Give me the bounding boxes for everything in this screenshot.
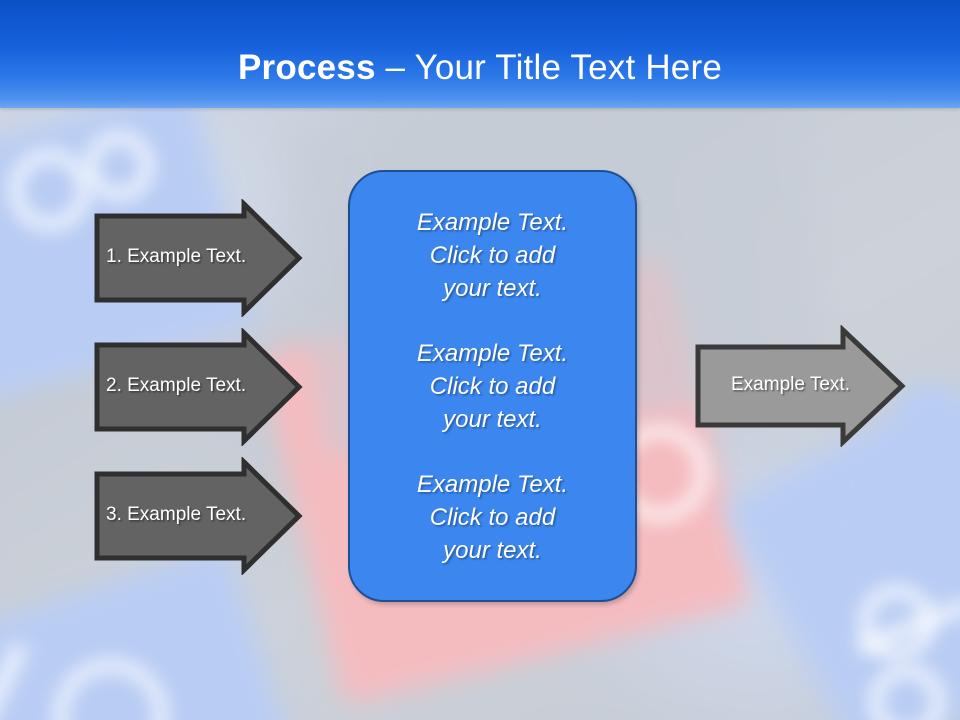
title-banner: Process – Your Title Text Here — [0, 0, 960, 108]
center-paragraph-3-line3: your text. — [443, 537, 542, 564]
center-paragraph-2: Example Text. Click to add your text. — [350, 337, 635, 436]
process-arrow-1[interactable]: 1. Example Text. — [92, 198, 304, 318]
background-percent-ring-topleft2 — [85, 132, 153, 200]
arrow-right-icon — [695, 324, 906, 448]
arrow-right-icon — [94, 327, 303, 447]
center-paragraph-1-line2: Click to add — [429, 242, 556, 269]
center-paragraph-2-line2: Click to add — [429, 373, 556, 400]
center-paragraph-1-line1: Example Text. — [416, 209, 569, 236]
center-paragraph-2-line3: your text. — [443, 406, 542, 433]
page-title: Process – Your Title Text Here — [0, 48, 960, 88]
center-paragraph-3-line1: Example Text. — [416, 471, 569, 498]
process-arrow-2[interactable]: 2. Example Text. — [92, 327, 304, 447]
center-paragraph-1: Example Text. Click to add your text. — [350, 206, 635, 305]
background-percent-ring-right-lower — [870, 665, 944, 720]
page-title-strong: Process — [238, 48, 376, 87]
center-paragraph-3-line2: Click to add — [429, 504, 556, 531]
center-content-box[interactable]: Example Text. Click to add your text. Ex… — [348, 170, 637, 602]
center-text-stack: Example Text. Click to add your text. Ex… — [350, 206, 635, 567]
page-title-rest: – Your Title Text Here — [375, 48, 722, 87]
process-arrow-3[interactable]: 3. Example Text. — [92, 456, 304, 576]
center-paragraph-2-line1: Example Text. — [416, 340, 569, 367]
center-paragraph-3: Example Text. Click to add your text. — [350, 468, 635, 567]
process-arrow-output[interactable]: Example Text. — [693, 324, 907, 448]
center-paragraph-1-line3: your text. — [443, 275, 542, 302]
arrow-right-icon — [94, 198, 303, 318]
arrow-right-icon — [94, 456, 303, 576]
background-percent-ring-topleft — [10, 150, 90, 230]
